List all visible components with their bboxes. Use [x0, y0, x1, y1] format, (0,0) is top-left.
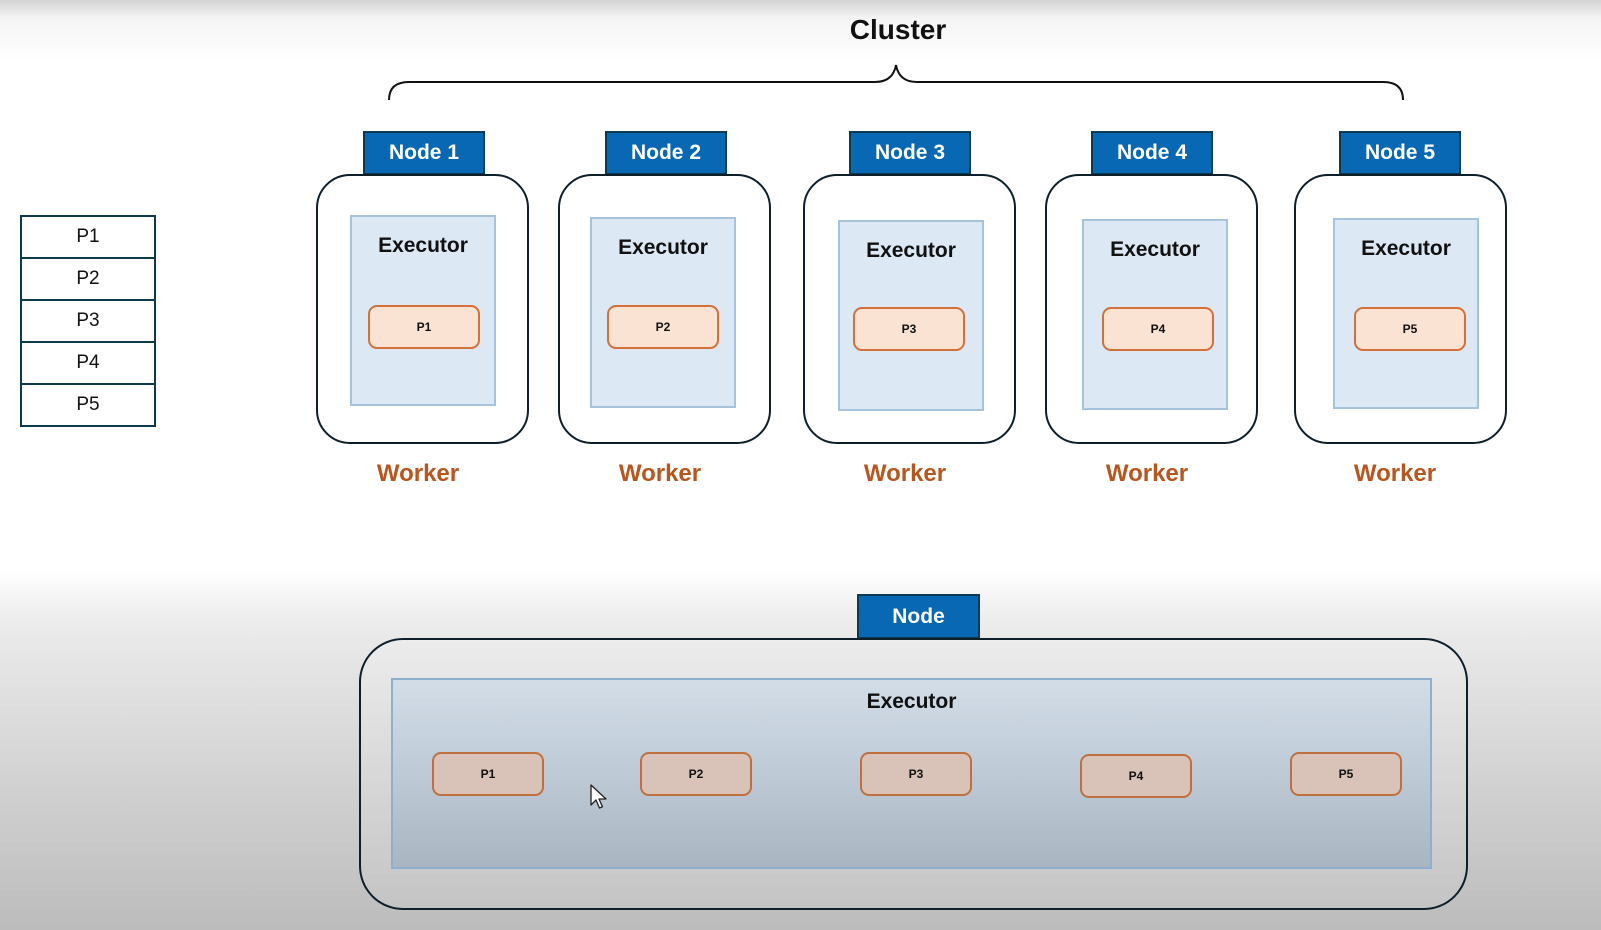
partition-chip-p3: P3 [860, 752, 972, 796]
mouse-cursor-icon [590, 784, 607, 809]
node-1-tab: Node 1 [363, 131, 485, 175]
node-4-executor: Executor P4 [1082, 219, 1228, 410]
partition-chip-p5: P5 [1290, 752, 1402, 796]
node-1-executor: Executor P1 [350, 215, 496, 406]
executor-label: Executor [866, 239, 956, 262]
worker-label: Worker [1105, 460, 1189, 487]
node-5-tab: Node 5 [1339, 131, 1461, 175]
node-2-executor: Executor P2 [590, 217, 736, 408]
executor-label: Executor [618, 236, 708, 259]
partition-table: P1 P2 P3 P4 P5 [20, 215, 156, 427]
single-node-executor: Executor P1 P2 P3 P4 P5 [391, 678, 1432, 869]
executor-label: Executor [1110, 238, 1200, 261]
partition-chip-p2: P2 [640, 752, 752, 796]
partition-chip-p2: P2 [607, 305, 719, 349]
partition-table-row: P3 [22, 301, 154, 343]
node-4-worker-box: Executor P4 [1045, 174, 1258, 444]
partition-chip-p1: P1 [368, 305, 480, 349]
partition-table-row: P1 [22, 217, 154, 259]
worker-label: Worker [1353, 460, 1437, 487]
node-4-tab: Node 4 [1091, 131, 1213, 175]
node-3-worker-box: Executor P3 [803, 174, 1016, 444]
cluster-brace [388, 64, 1404, 101]
node-5-executor: Executor P5 [1333, 218, 1479, 409]
node-2-worker-box: Executor P2 [558, 174, 771, 444]
partition-chip-p5: P5 [1354, 307, 1466, 351]
worker-label: Worker [618, 460, 702, 487]
partition-table-row: P2 [22, 259, 154, 301]
single-node-box: Executor P1 P2 P3 P4 P5 [359, 638, 1468, 910]
executor-label: Executor [866, 690, 957, 713]
executor-label: Executor [1361, 237, 1451, 260]
node-2-tab: Node 2 [605, 131, 727, 175]
node-5-worker-box: Executor P5 [1294, 174, 1507, 444]
node-1-worker-box: Executor P1 [316, 174, 529, 444]
partition-chip-p4: P4 [1080, 754, 1192, 798]
cluster-title: Cluster [849, 14, 947, 45]
worker-label: Worker [376, 460, 460, 487]
executor-label: Executor [378, 234, 468, 257]
partition-chip-p3: P3 [853, 307, 965, 351]
partition-chip-p4: P4 [1102, 307, 1214, 351]
node-3-tab: Node 3 [849, 131, 971, 175]
single-node-tab: Node [857, 594, 980, 639]
worker-label: Worker [863, 460, 947, 487]
partition-table-row: P5 [76, 394, 100, 415]
partition-table-row: P4 [22, 343, 154, 385]
node-3-executor: Executor P3 [838, 220, 984, 411]
partition-chip-p1: P1 [432, 752, 544, 796]
